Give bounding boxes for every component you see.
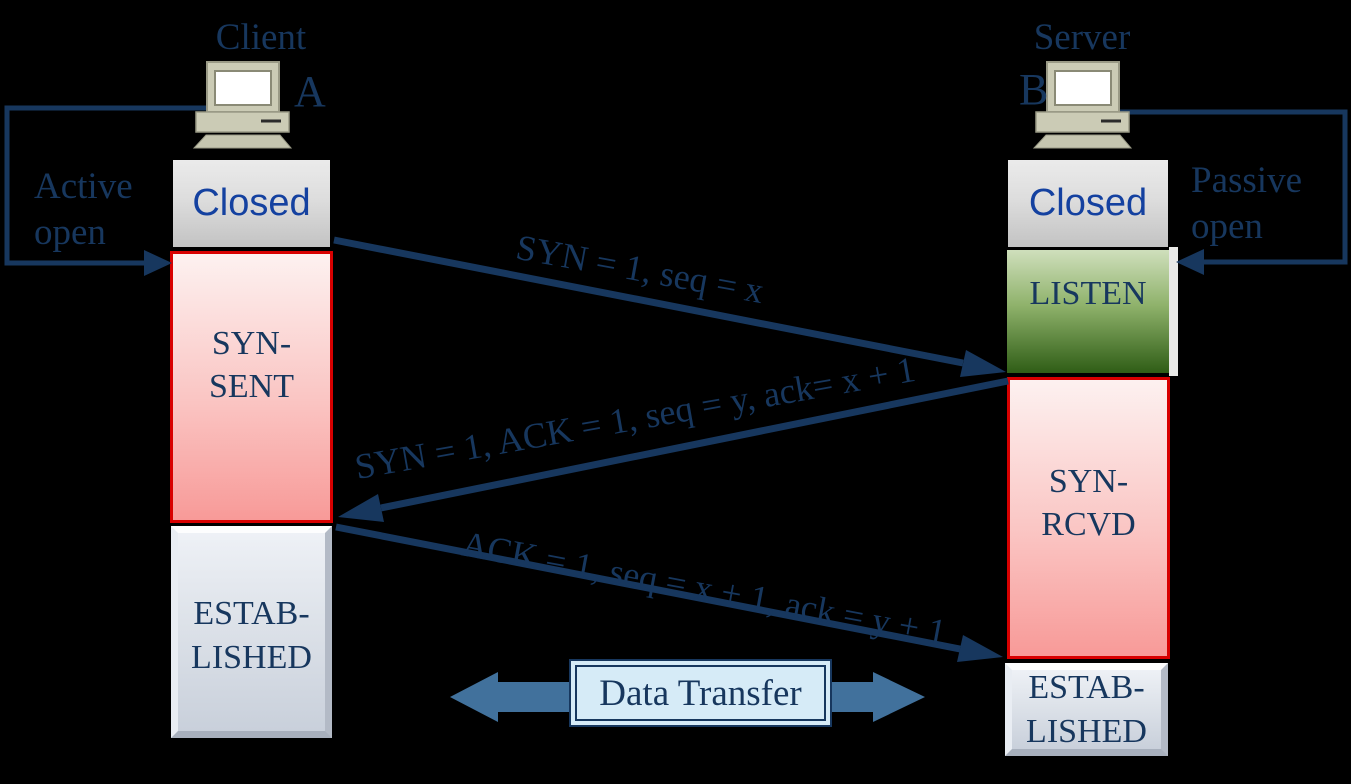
passive-open-arrowhead bbox=[1176, 249, 1204, 275]
client-state-syn-sent: SYN- SENT bbox=[170, 251, 333, 523]
server-state-established: ESTAB- LISHED bbox=[1005, 663, 1168, 756]
ack-arrow-head bbox=[957, 635, 1003, 662]
syn-rcvd-line1: SYN- bbox=[1048, 463, 1129, 500]
ack-arrow-line bbox=[335, 523, 961, 653]
server-state-syn-rcvd: SYN- RCVD bbox=[1007, 377, 1170, 659]
server-estab-line1: ESTAB- bbox=[1028, 668, 1145, 706]
monitor-screen bbox=[214, 70, 272, 106]
syn-arrow-line bbox=[333, 236, 964, 367]
listen-label: LISTEN bbox=[1029, 275, 1147, 312]
server-state-listen: LISTEN bbox=[1007, 250, 1169, 373]
client-estab-line1: ESTAB- bbox=[193, 595, 310, 632]
syn-sent-line1: SYN- bbox=[211, 324, 292, 362]
active-open-line1: Active bbox=[34, 166, 133, 207]
data-transfer-box: Data Transfer bbox=[569, 659, 832, 727]
syn-arrow-head bbox=[960, 350, 1006, 377]
keyboard bbox=[192, 134, 293, 149]
computer-base bbox=[195, 111, 290, 133]
server-title: Server bbox=[1033, 17, 1131, 58]
syn-rcvd-line2: RCVD bbox=[1041, 506, 1136, 543]
data-transfer-label: Data Transfer bbox=[599, 672, 802, 714]
active-open-arrowhead bbox=[144, 250, 172, 276]
client-computer-icon bbox=[192, 61, 293, 149]
data-transfer-arrow-right bbox=[832, 672, 925, 722]
client-title: Client bbox=[215, 17, 307, 58]
active-open-line2: open bbox=[34, 212, 106, 253]
server-state-closed: Closed bbox=[1008, 160, 1168, 247]
active-open-connector-line bbox=[4, 105, 213, 266]
client-host-label: A bbox=[294, 67, 326, 116]
server-estab-line2: LISHED bbox=[1026, 712, 1147, 750]
client-estab-line2: LISHED bbox=[191, 639, 312, 676]
keyboard bbox=[1032, 134, 1133, 149]
listen-box-edge-highlight bbox=[1169, 247, 1178, 376]
syn-ack-arrow-line bbox=[380, 377, 1009, 512]
server-computer-icon bbox=[1032, 61, 1133, 149]
monitor-screen bbox=[1054, 70, 1112, 106]
server-closed-label: Closed bbox=[1028, 182, 1148, 224]
computer-base bbox=[1035, 111, 1130, 133]
passive-open-line2: open bbox=[1191, 206, 1263, 247]
client-state-closed: Closed bbox=[173, 160, 330, 247]
active-open-label: Active open bbox=[34, 164, 133, 256]
syn-ack-arrow-head bbox=[338, 494, 384, 522]
client-closed-label: Closed bbox=[192, 182, 311, 224]
syn-sent-line2: SENT bbox=[209, 367, 294, 405]
passive-open-connector-line bbox=[1120, 109, 1348, 265]
server-host-label: B bbox=[1019, 65, 1049, 114]
passive-open-line1: Passive bbox=[1191, 160, 1302, 201]
data-transfer-arrow-left bbox=[450, 672, 569, 722]
client-state-established: ESTAB- LISHED bbox=[171, 526, 332, 738]
passive-open-label: Passive open bbox=[1191, 158, 1302, 250]
